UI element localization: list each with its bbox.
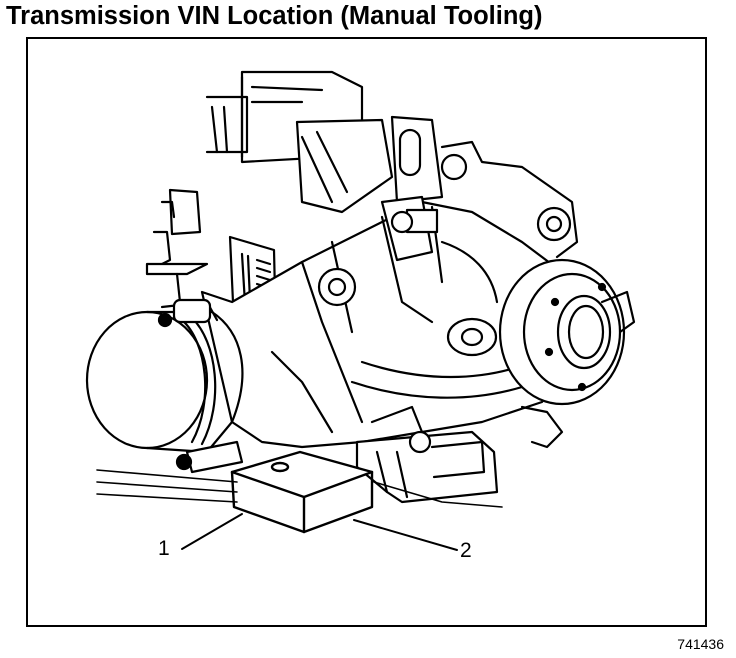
transmission-illustration <box>85 70 636 551</box>
callout-2: 2 <box>460 539 472 562</box>
figure-number: 741436 <box>677 636 724 652</box>
input-housing <box>85 298 244 474</box>
wiring <box>96 469 503 508</box>
diagram-title: Transmission VIN Location (Manual Toolin… <box>6 2 543 30</box>
callout-1: 1 <box>158 537 170 560</box>
illustration-frame <box>26 37 707 627</box>
shift-bracket <box>145 188 209 304</box>
output-flange <box>498 258 636 449</box>
mount-bracket <box>390 115 579 259</box>
lower-mount <box>355 405 499 504</box>
upper-housing <box>205 70 394 214</box>
center-bolts <box>317 195 499 357</box>
callout-2-leader <box>353 519 458 551</box>
vin-tool-block <box>230 450 374 534</box>
callout-1-leader <box>181 513 243 550</box>
